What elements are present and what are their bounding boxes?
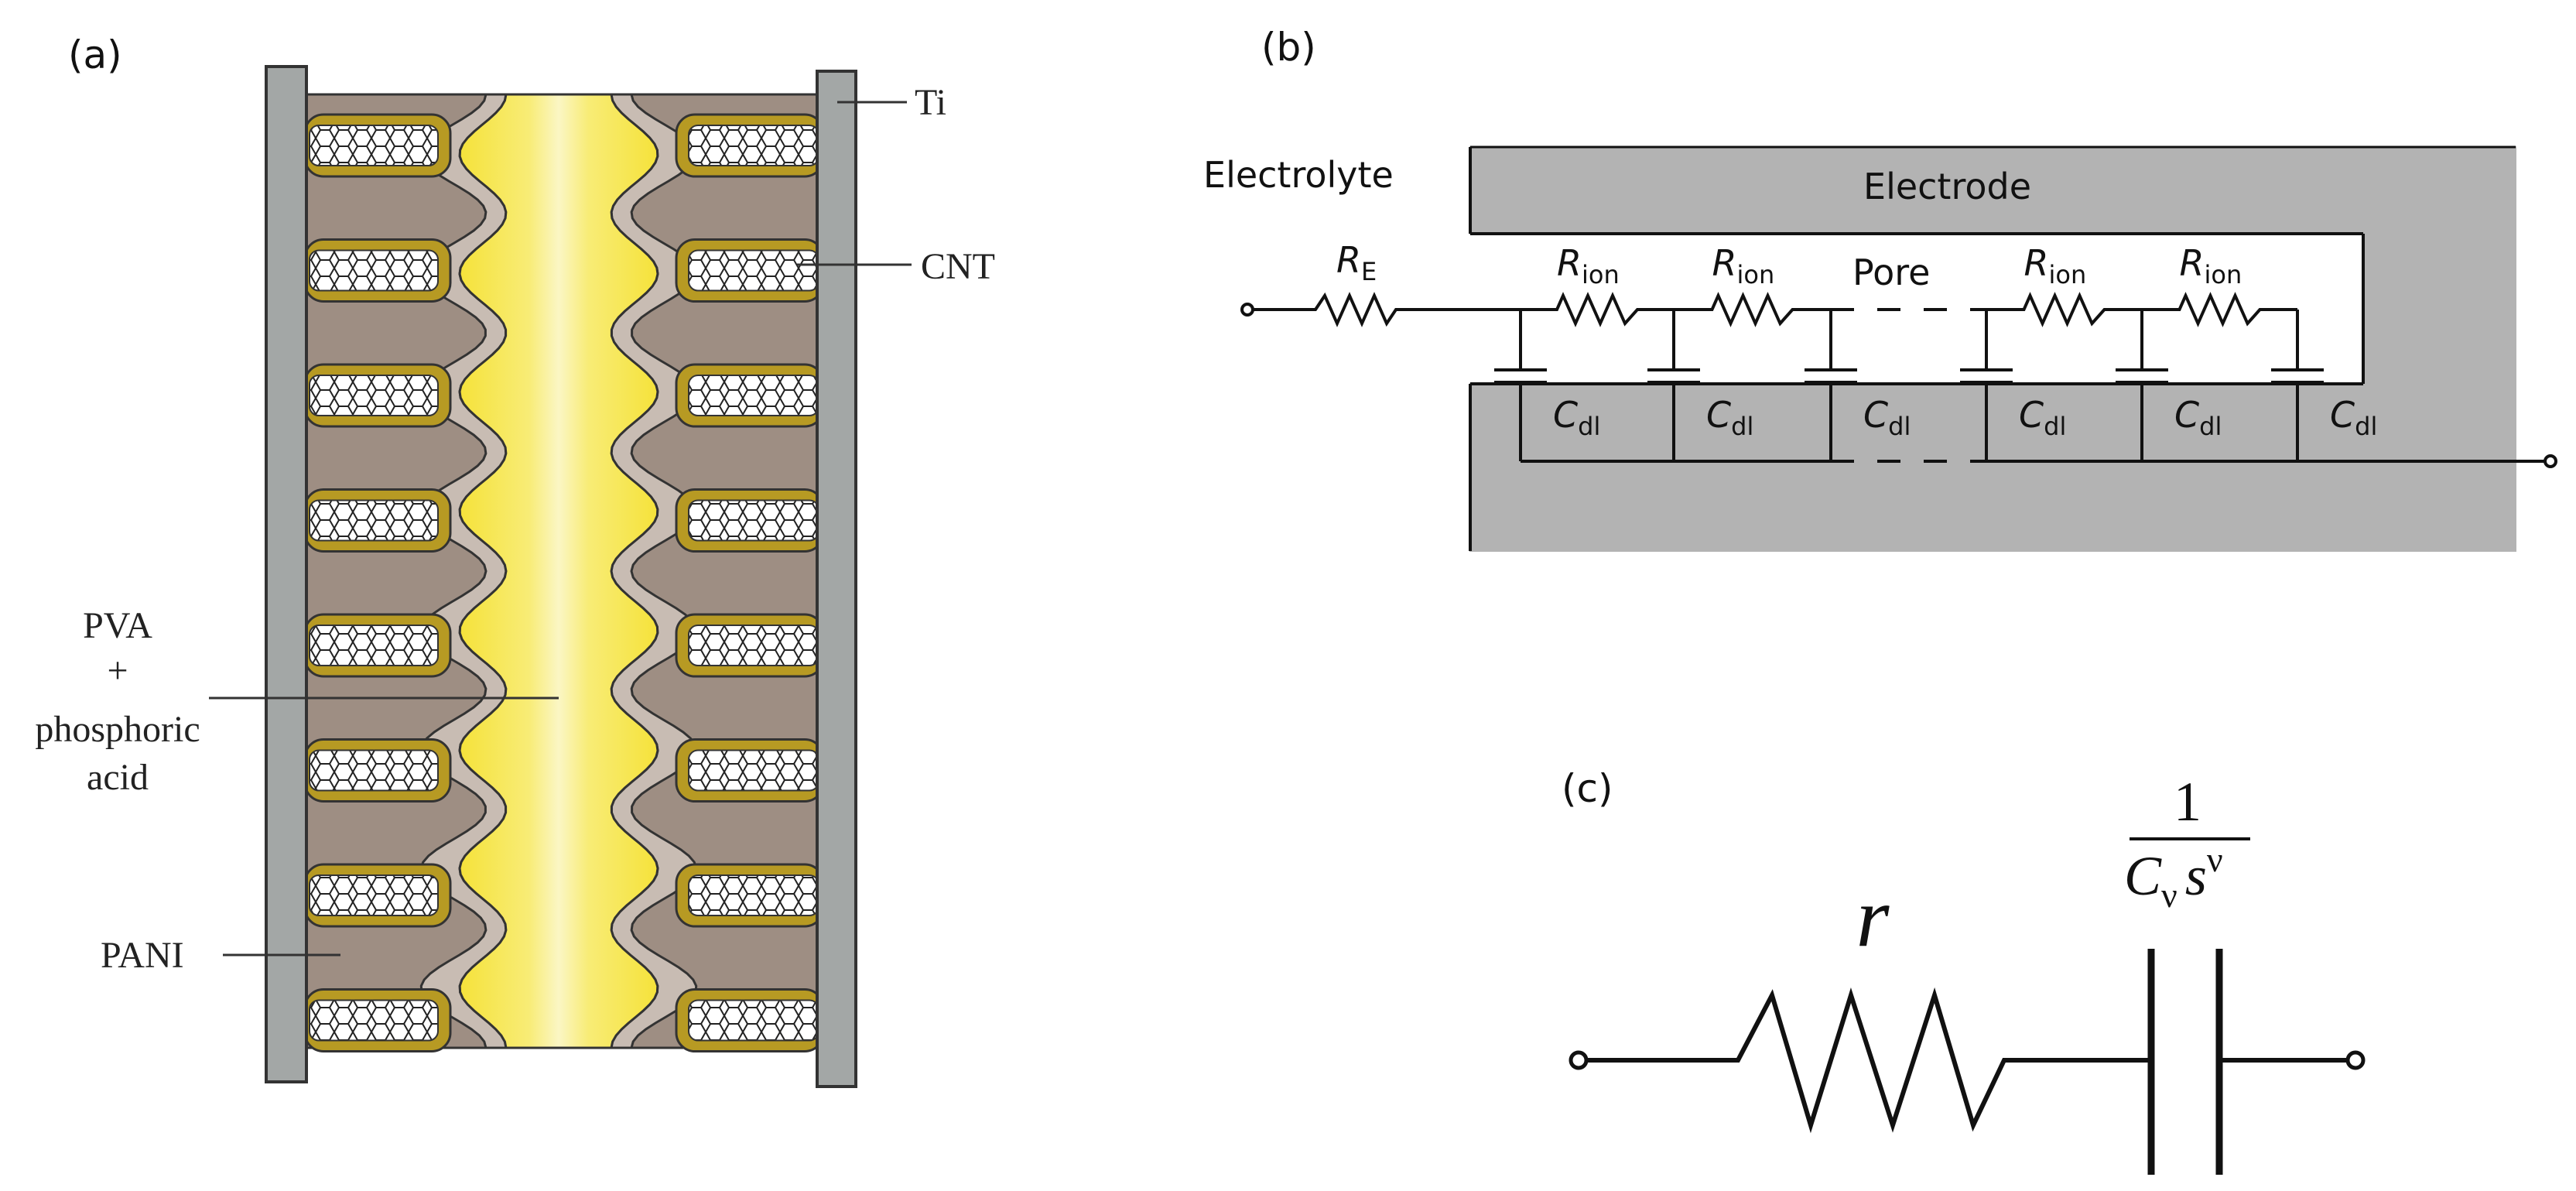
cnt-bundle-right-3 <box>675 363 825 428</box>
re-resistor <box>1253 292 1521 327</box>
pva-label-line-3: phosphoric <box>35 709 200 750</box>
cnt-right-column <box>675 113 825 1052</box>
cnt-bundle-right-5 <box>675 613 825 678</box>
pva-label-line-1: PVA <box>83 605 152 646</box>
rion-3-label: Rion <box>2024 242 2087 289</box>
panel-c-label: (c) <box>1562 766 1613 811</box>
cnt-bundle-left-4 <box>303 488 452 553</box>
ti-collector-left <box>265 65 308 1083</box>
pva-label-line-4: acid <box>87 757 149 798</box>
panel-a: (a) Ti CNT PVA + phosphoric acid PANI <box>35 33 995 1088</box>
panel-b-label: (b) <box>1261 25 1316 70</box>
cnt-bundle-left-8 <box>303 988 452 1052</box>
r-label: r <box>1856 870 1890 964</box>
c-input-terminal <box>1569 1050 1589 1070</box>
electrode-label: Electrode <box>1863 166 2031 207</box>
cnt-bundle-left-2 <box>303 238 452 303</box>
cnt-bundle-right-4 <box>675 488 825 553</box>
cdl-3-label: Cdl <box>1863 394 1911 441</box>
rion-2-label: Rion <box>1712 242 1775 289</box>
cdl-6-label: Cdl <box>2330 394 2377 441</box>
re-label: RE <box>1336 239 1377 286</box>
cdl-2-label: Cdl <box>1706 394 1753 441</box>
cpe-fraction-numerator: 1 <box>2174 771 2201 833</box>
cnt-bundle-left-1 <box>303 113 452 178</box>
rion-4-label: Rion <box>2180 242 2242 289</box>
cnt-bundle-left-7 <box>303 863 452 928</box>
rion-4-resistor <box>2142 292 2297 327</box>
rion-3-resistor <box>1986 292 2142 327</box>
c-output-terminal <box>2345 1050 2366 1070</box>
electrolyte-label: Electrolyte <box>1203 154 1394 196</box>
cnt-bundle-right-6 <box>675 738 825 803</box>
output-terminal <box>2544 454 2557 468</box>
pani-label: PANI <box>101 935 184 976</box>
cnt-label: CNT <box>921 246 995 287</box>
electrolyte-gel <box>458 93 659 1049</box>
pore-label: Pore <box>1852 252 1930 293</box>
panel-a-label: (a) <box>68 33 122 77</box>
cnt-bundle-right-8 <box>675 988 825 1052</box>
cdl-5-label: Cdl <box>2174 394 2222 441</box>
cnt-bundle-left-3 <box>303 363 452 428</box>
cnt-bundle-left-5 <box>303 613 452 678</box>
cnt-bundle-left-6 <box>303 738 452 803</box>
cnt-bundle-right-7 <box>675 863 825 928</box>
cnt-bundle-right-1 <box>675 113 825 178</box>
ti-label: Ti <box>915 82 946 123</box>
cnt-left-column <box>303 113 452 1052</box>
pva-label-line-2: + <box>107 650 128 691</box>
rion-1-resistor <box>1521 292 1674 327</box>
cnt-bundle-right-2 <box>675 238 825 303</box>
rion-2-resistor <box>1674 292 1831 327</box>
cdl-1-label: Cdl <box>1553 394 1600 441</box>
electrode-body <box>1469 146 2516 552</box>
rion-1-label: Rion <box>1557 242 1620 289</box>
input-terminal <box>1240 303 1254 317</box>
cdl-4-label: Cdl <box>2019 394 2066 441</box>
c-resistor <box>1586 987 2151 1134</box>
ti-collector-right <box>816 70 857 1088</box>
